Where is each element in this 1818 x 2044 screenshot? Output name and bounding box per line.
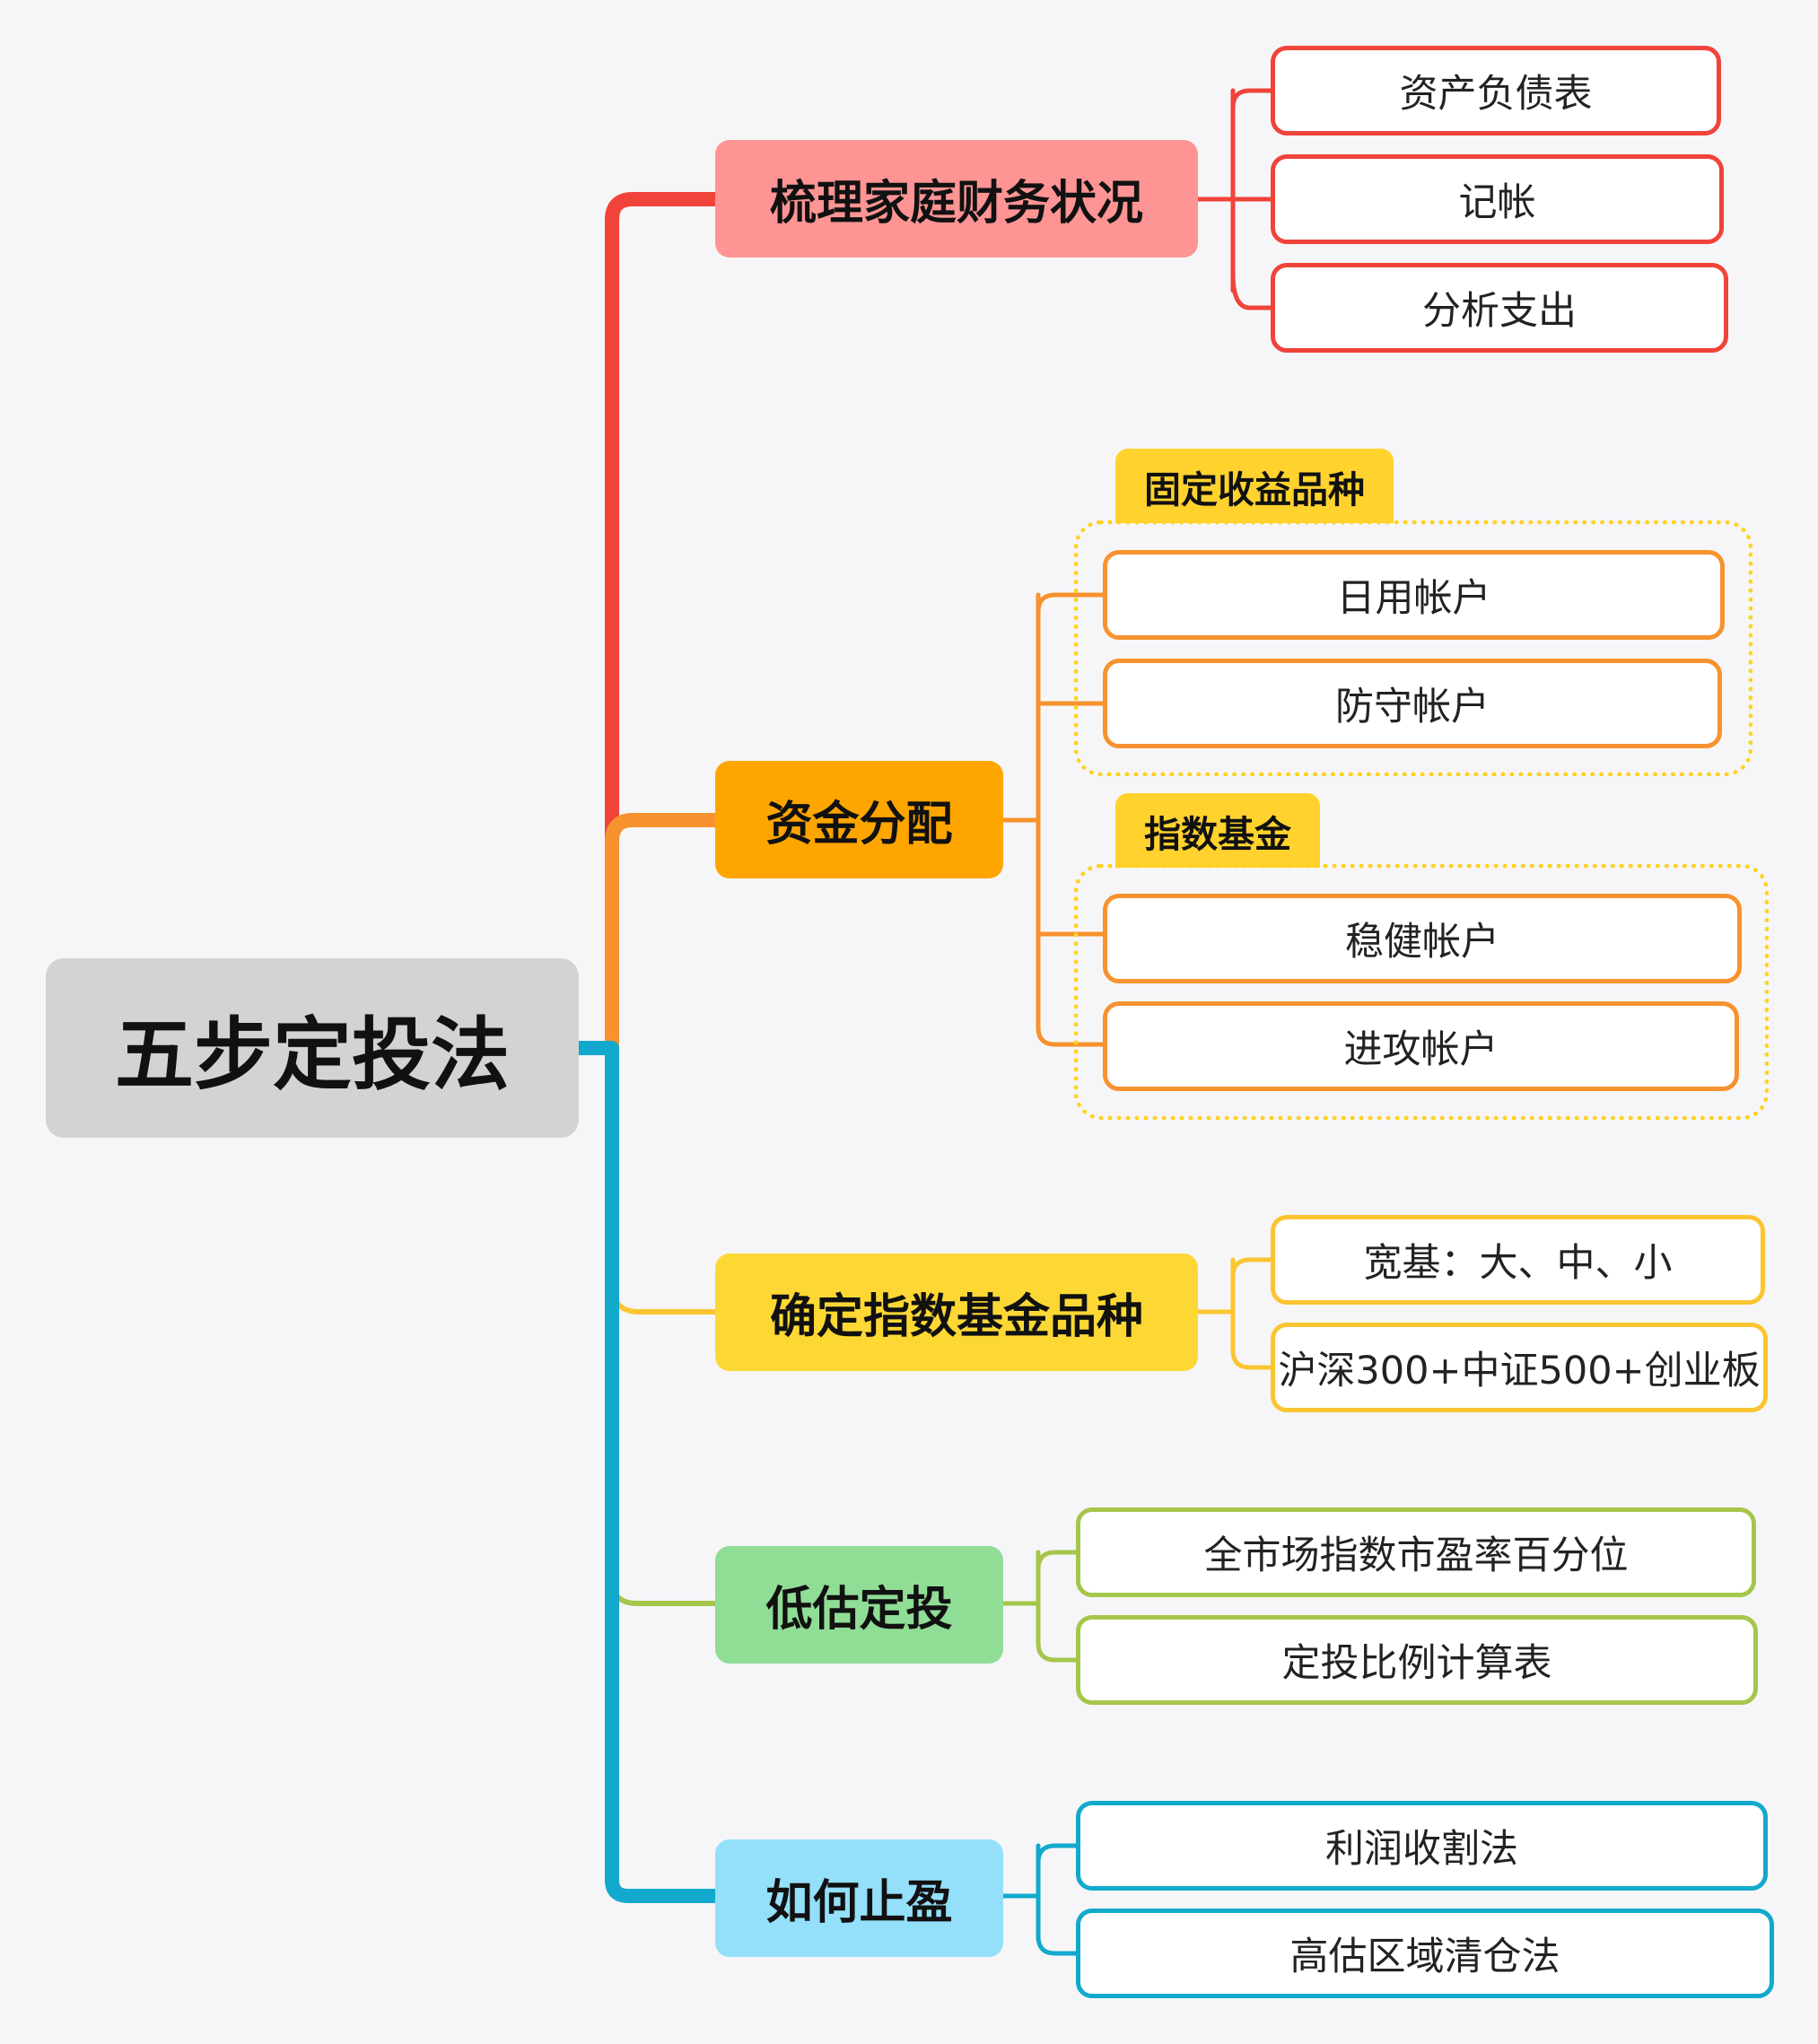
- root-node[interactable]: 五步定投法: [46, 958, 579, 1138]
- group-boundary: [1074, 864, 1769, 1120]
- leaf-node[interactable]: 日用帐户: [1103, 550, 1725, 640]
- connector-branch-1-children: [1195, 88, 1275, 310]
- leaf-node[interactable]: 稳健帐户: [1103, 894, 1742, 983]
- branch-node-fund-allocation[interactable]: 资金分配: [715, 761, 1003, 878]
- group-label: 指数基金: [1115, 793, 1320, 868]
- leaf-node[interactable]: 防守帐户: [1103, 659, 1722, 748]
- leaf-node[interactable]: 高估区域清仓法: [1076, 1909, 1774, 1998]
- connector-branch-5: [572, 1041, 722, 1903]
- branch-node-take-profit[interactable]: 如何止盈: [715, 1839, 1003, 1957]
- leaf-node[interactable]: 记帐: [1271, 154, 1724, 244]
- leaf-node[interactable]: 利润收割法: [1076, 1801, 1768, 1891]
- group-label: 固定收益品种: [1115, 449, 1394, 523]
- connector-branch-4-children: [1001, 1550, 1080, 1663]
- connector-branch-5-children: [1001, 1843, 1080, 1956]
- branch-node-index-fund-selection[interactable]: 确定指数基金品种: [715, 1253, 1198, 1371]
- leaf-node[interactable]: 沪深300+中证500+创业板: [1271, 1323, 1768, 1412]
- leaf-node[interactable]: 定投比例计算表: [1076, 1615, 1758, 1705]
- leaf-node[interactable]: 全市场指数市盈率百分位: [1076, 1507, 1756, 1597]
- leaf-node[interactable]: 进攻帐户: [1103, 1001, 1739, 1091]
- group-boundary: [1074, 520, 1752, 776]
- branch-node-financial-status[interactable]: 梳理家庭财务状况: [715, 140, 1198, 258]
- connector-branch-3-children: [1195, 1257, 1275, 1370]
- connector-branch-3: [609, 1045, 718, 1315]
- branch-node-low-valuation-investing[interactable]: 低估定投: [715, 1546, 1003, 1664]
- connector-branch-2: [605, 813, 722, 1055]
- connector-branch-2-children: [1001, 592, 1107, 1047]
- leaf-node[interactable]: 资产负债表: [1271, 46, 1721, 135]
- connector-branch-1: [572, 192, 722, 1055]
- leaf-node[interactable]: 宽基：大、中、小: [1271, 1215, 1765, 1305]
- connector-branch-4: [609, 1045, 718, 1606]
- leaf-node[interactable]: 分析支出: [1271, 263, 1728, 353]
